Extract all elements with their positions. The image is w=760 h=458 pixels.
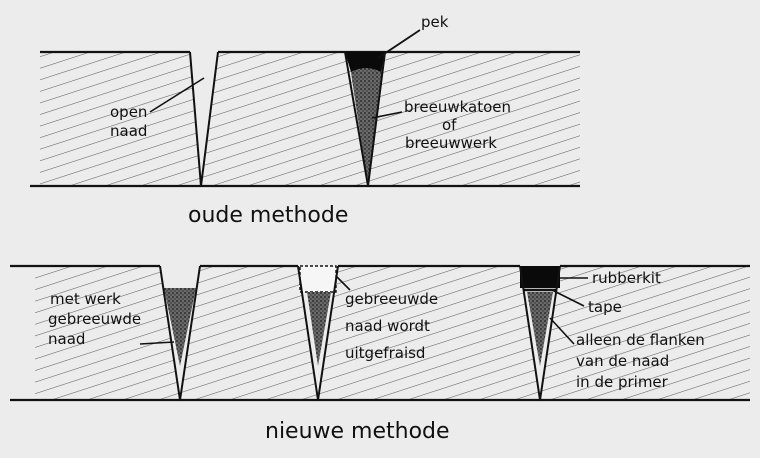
label-oakum-line1: breeuwkatoen [404,98,511,116]
new-seam-3 [519,265,561,401]
label-caulked-line1: met werk [50,290,121,308]
old-plank-3 [368,52,580,186]
pitch-fill [345,52,385,72]
label-pek: pek [421,13,449,31]
caption-new-method: nieuwe methode [265,419,450,444]
label-rubberkit: rubberkit [592,269,661,287]
caulked-seam [344,51,386,187]
milled-groove [299,265,337,293]
caulked-leader [139,341,175,345]
new-oakum-fill-1 [164,288,196,366]
rubberkit-fill [520,266,560,288]
label-milled-line1: gebreeuwde [345,290,438,308]
label-primer-line1: alleen de flanken [576,331,705,349]
label-open-seam-line1: open [110,103,147,121]
new-oakum-fill-3 [527,292,553,366]
new-plank-2 [180,266,318,400]
label-milled-line3: uitgefraisd [345,344,425,362]
pek-leader [377,29,421,59]
new-method-section: met werk gebreeuwde naad gebreeuwde naad… [10,264,750,444]
label-primer-line2: van de naad [576,352,669,370]
tape-leader [551,289,585,307]
caption-old-method: oude methode [188,203,348,228]
old-method-section: pek open naad breeuwkatoen of breeuwwerk… [30,13,580,228]
new-seam-1 [159,265,201,401]
label-milled-line2: naad wordt [345,317,430,335]
new-oakum-fill-2 [307,292,331,366]
new-plank-4 [540,266,750,400]
label-open-seam-line2: naad [110,122,147,140]
old-plank-2 [201,52,368,186]
open-seam-leader [149,77,205,113]
label-caulked-line2: gebreeuwde [48,310,141,328]
label-tape: tape [588,298,622,316]
label-oakum-line2: of [442,116,457,134]
new-plank-3 [318,266,540,400]
oakum-leader [371,111,403,119]
new-plank-1 [35,266,180,400]
new-seam-2 [297,265,339,401]
milled-leader [335,275,351,291]
primer-leader [549,317,575,345]
oakum-fill [350,66,384,186]
old-planks [40,52,580,186]
open-seam [189,51,219,187]
new-planks [35,266,750,400]
label-oakum-line3: breeuwwerk [405,134,497,152]
label-primer-line3: in de primer [576,373,669,391]
label-caulked-line3: naad [48,330,85,348]
old-plank-1 [40,52,201,186]
